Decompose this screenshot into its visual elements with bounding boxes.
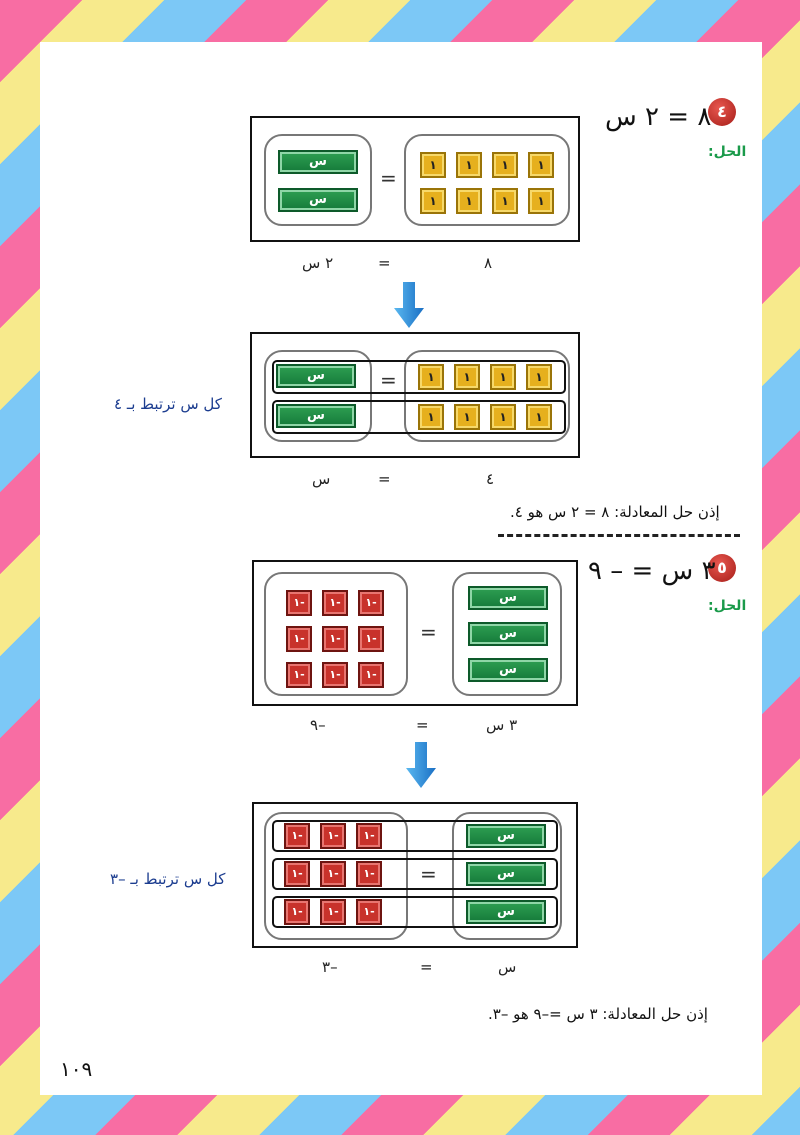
one-tile: ١ xyxy=(490,364,516,390)
p4-model-1: س س = ١ ١ ١ ١ ١ ١ ١ ١ xyxy=(250,116,580,242)
neg-one-tile: ١- xyxy=(358,626,384,652)
problem-4-number-badge: ٤ xyxy=(708,98,736,126)
one-tile: ١ xyxy=(456,188,482,214)
neg-one-tile: ١- xyxy=(320,899,346,925)
pairing-band xyxy=(272,858,558,890)
neg-one-tile: ١- xyxy=(322,626,348,652)
pairing-band xyxy=(272,360,566,394)
problem-5-number-badge: ٥ xyxy=(708,554,736,582)
problem-4-equation: ٨ = ٢ س xyxy=(605,102,712,132)
p4-x-group: س س xyxy=(264,134,372,226)
x-tile: س xyxy=(276,404,356,428)
p4-pair-note: كل س ترتبط بـ ٤ xyxy=(114,395,222,413)
one-tile: ١ xyxy=(490,404,516,430)
p5-row2-eq-label: = xyxy=(420,958,433,976)
neg-one-tile: ١- xyxy=(286,590,312,616)
p5-row1-right-label: ٣ س xyxy=(486,716,518,734)
neg-one-tile: ١- xyxy=(286,626,312,652)
neg-one-tile: ١- xyxy=(322,662,348,688)
section-divider xyxy=(498,534,740,537)
neg-one-tile: ١- xyxy=(358,590,384,616)
problem-5-solution-label: الحل: xyxy=(708,598,747,614)
equals-sign: = xyxy=(420,620,437,644)
problem-4-solution-label: الحل: xyxy=(708,144,747,160)
neg-one-tile: ١- xyxy=(284,823,310,849)
one-tile: ١ xyxy=(526,364,552,390)
p5-x-group xyxy=(452,812,562,940)
p5-x-group: س س س xyxy=(452,572,562,696)
one-tile: ١ xyxy=(454,404,480,430)
one-tile: ١ xyxy=(492,152,518,178)
neg-one-tile: ١- xyxy=(320,823,346,849)
x-tile: س xyxy=(276,364,356,388)
neg-one-tile: ١- xyxy=(284,899,310,925)
p5-conclusion: إذن حل المعادلة: ٣ س =–٩ هو –٣. xyxy=(488,1005,708,1023)
neg-one-tile: ١- xyxy=(320,861,346,887)
equals-sign: = xyxy=(420,862,437,886)
x-tile: س xyxy=(468,658,548,682)
p5-row1-eq-label: = xyxy=(416,716,429,734)
one-tile: ١ xyxy=(526,404,552,430)
neg-one-tile: ١- xyxy=(284,861,310,887)
p4-row2-right-label: ٤ xyxy=(486,470,495,488)
one-tile: ١ xyxy=(454,364,480,390)
neg-one-tile: ١- xyxy=(286,662,312,688)
p5-pair-note: كل س ترتبط بـ –٣ xyxy=(110,870,226,888)
equals-sign: = xyxy=(380,368,397,392)
p5-neg-ones-group: ١- ١- ١- ١- ١- ١- ١- ١- ١- xyxy=(264,572,408,696)
one-tile: ١ xyxy=(420,188,446,214)
p4-row2-eq-label: = xyxy=(378,470,391,488)
x-tile: س xyxy=(278,150,358,174)
p5-model-2: ١- ١- ١- ١- ١- ١- ١- ١- ١- = س س س xyxy=(252,802,578,948)
neg-one-tile: ١- xyxy=(356,823,382,849)
p5-neg-ones-group xyxy=(264,812,408,940)
page-number: ١٠٩ xyxy=(60,1057,93,1081)
one-tile: ١ xyxy=(528,152,554,178)
p4-row1-left-label: ٢ س xyxy=(302,254,334,272)
one-tile: ١ xyxy=(456,152,482,178)
neg-one-tile: ١- xyxy=(356,899,382,925)
p4-ones-group: ١ ١ ١ ١ ١ ١ ١ ١ xyxy=(404,134,570,226)
one-tile: ١ xyxy=(528,188,554,214)
p4-conclusion: إذن حل المعادلة: ٨ = ٢ س هو ٤. xyxy=(510,503,720,521)
one-tile: ١ xyxy=(418,404,444,430)
p5-model-1: ١- ١- ١- ١- ١- ١- ١- ١- ١- = س س س xyxy=(252,560,578,706)
p5-row2-right-label: س xyxy=(498,958,517,976)
x-tile: س xyxy=(466,900,546,924)
one-tile: ١ xyxy=(492,188,518,214)
p4-row1-eq-label: = xyxy=(378,254,391,272)
p5-row2-left-label: –٣ xyxy=(322,958,338,976)
x-tile: س xyxy=(278,188,358,212)
p5-row1-left-label: –٩ xyxy=(310,716,326,734)
x-tile: س xyxy=(466,862,546,886)
p4-row2-left-label: س xyxy=(312,470,331,488)
neg-one-tile: ١- xyxy=(358,662,384,688)
down-arrow-icon xyxy=(406,742,436,788)
pairing-band xyxy=(272,400,566,434)
x-tile: س xyxy=(468,586,548,610)
p4-model-2: س س = ١ ١ ١ ١ ١ ١ ١ ١ xyxy=(250,332,580,458)
one-tile: ١ xyxy=(418,364,444,390)
x-tile: س xyxy=(466,824,546,848)
p4-ones-group xyxy=(404,350,570,442)
down-arrow-icon xyxy=(394,282,424,328)
equals-sign: = xyxy=(380,166,397,190)
neg-one-tile: ١- xyxy=(322,590,348,616)
p4-x-group xyxy=(264,350,372,442)
neg-one-tile: ١- xyxy=(356,861,382,887)
pairing-band xyxy=(272,896,558,928)
problem-5-equation: ٣ س = – ٩ xyxy=(588,556,716,586)
x-tile: س xyxy=(468,622,548,646)
p4-row1-right-label: ٨ xyxy=(484,254,493,272)
one-tile: ١ xyxy=(420,152,446,178)
worksheet-page: ٤ ٨ = ٢ س الحل: س س = ١ ١ ١ ١ ١ ١ ١ ١ ٢ … xyxy=(40,42,762,1095)
pairing-band xyxy=(272,820,558,852)
